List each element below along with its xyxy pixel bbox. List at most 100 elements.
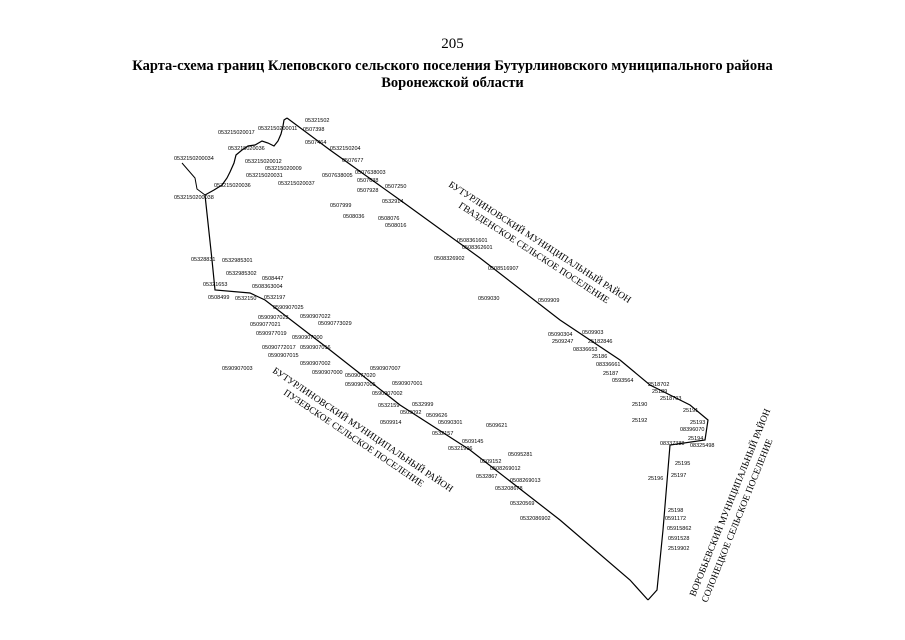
point-label: 0507638005 bbox=[322, 173, 353, 179]
point-label: 25192 bbox=[632, 418, 647, 424]
point-label: 0508362601 bbox=[462, 245, 493, 251]
point-label: 0508016 bbox=[385, 223, 406, 229]
point-label: 0532157 bbox=[432, 431, 453, 437]
point-label: 0509621 bbox=[486, 423, 507, 429]
point-label: 0532914 bbox=[382, 199, 403, 205]
point-label: 0590907016 bbox=[300, 345, 331, 351]
title-line-1: Карта-схема границ Клеповского сельского… bbox=[132, 58, 773, 74]
point-label: 0509092 bbox=[400, 410, 421, 416]
point-label: 0590907015 bbox=[268, 353, 299, 359]
point-label: 0508036 bbox=[343, 214, 364, 220]
point-label: 0509077021 bbox=[250, 322, 281, 328]
point-label: 05090773029 bbox=[318, 321, 352, 327]
point-label: 25195 bbox=[675, 461, 690, 467]
point-label: 0509914 bbox=[380, 420, 401, 426]
page-number: 205 bbox=[441, 36, 464, 52]
point-label: 0507250 bbox=[385, 184, 406, 190]
point-label: 0509909 bbox=[538, 298, 559, 304]
point-label: 0508269012 bbox=[490, 466, 521, 472]
point-label: 25186 bbox=[592, 354, 607, 360]
point-label: 0508499 bbox=[208, 295, 229, 301]
point-label: 0508269013 bbox=[510, 478, 541, 484]
point-label: 053215020036 bbox=[214, 183, 251, 189]
point-label: 0590907023 bbox=[258, 315, 289, 321]
point-label: 25194 bbox=[688, 436, 703, 442]
neighbor-gvazden-line2: ГВАЗДЕНСКОЕ СЕЛЬСКОЕ ПОСЕЛЕНИЕ bbox=[456, 201, 610, 306]
point-label: 0532150200034 bbox=[174, 156, 214, 162]
point-label: 0590907001 bbox=[392, 381, 423, 387]
point-label: 053215020012 bbox=[245, 159, 282, 165]
point-label: 0507398 bbox=[303, 127, 324, 133]
boundary-northwest bbox=[204, 117, 288, 196]
point-label: 0593564 bbox=[612, 378, 633, 384]
point-label: 0590907025 bbox=[273, 305, 304, 311]
point-label: 0590907007 bbox=[370, 366, 401, 372]
point-label: 0509152 bbox=[480, 459, 501, 465]
point-label: 0509030 bbox=[478, 296, 499, 302]
point-label: 0508516907 bbox=[488, 266, 519, 272]
map-title: Карта-схема границ Клеповского сельского… bbox=[0, 58, 905, 92]
neighbor-puzev-line2: ПУЗЕВСКОЕ СЕЛЬСКОЕ ПОСЕЛЕНИЕ bbox=[281, 388, 425, 490]
point-label: 0532985301 bbox=[222, 258, 253, 264]
point-label: 08336661 bbox=[596, 362, 620, 368]
boundary-lines bbox=[181, 117, 709, 601]
point-label: 05321996 bbox=[448, 446, 472, 452]
point-label: 053215020009 bbox=[265, 166, 302, 172]
point-label: 05095281 bbox=[508, 452, 532, 458]
point-label: 08337388 bbox=[660, 441, 684, 447]
point-label: 25190 bbox=[632, 402, 647, 408]
point-label: 0507677 bbox=[342, 158, 363, 164]
point-label: 0532150204 bbox=[330, 146, 361, 152]
point-label: 25182846 bbox=[588, 339, 612, 345]
point-label: 0508361601 bbox=[457, 238, 488, 244]
point-label: 0532150 bbox=[235, 296, 256, 302]
boundary-northeast bbox=[286, 117, 709, 601]
point-label: 0590907005 bbox=[345, 382, 376, 388]
point-label: 2518702 bbox=[648, 382, 669, 388]
point-label: 25198 bbox=[668, 508, 683, 514]
point-label: 0509626 bbox=[426, 413, 447, 419]
point-label: 25197 bbox=[671, 473, 686, 479]
point-label: 0507999 bbox=[330, 203, 351, 209]
point-label: 0590977019 bbox=[256, 331, 287, 337]
point-label: 0590907022 bbox=[300, 314, 331, 320]
point-label: 05328831 bbox=[191, 257, 215, 263]
point-label: 0507638003 bbox=[355, 170, 386, 176]
point-label: 0590907002 bbox=[300, 361, 331, 367]
point-label: 053215020031 bbox=[246, 173, 283, 179]
point-label: 0508363004 bbox=[252, 284, 283, 290]
point-label: 053215020036 bbox=[228, 146, 265, 152]
point-label: 08396070 bbox=[680, 427, 704, 433]
point-label: 05321653 bbox=[203, 282, 227, 288]
point-label: 0508076 bbox=[378, 216, 399, 222]
neighbor-vorobyev-line2: СОЛОНЕЦКОЕ СЕЛЬСКОЕ ПОСЕЛЕНИЕ bbox=[701, 438, 776, 605]
point-label: 0532867 bbox=[476, 474, 497, 480]
point-label: 0509077020 bbox=[345, 373, 376, 379]
point-label: 05915862 bbox=[667, 526, 691, 532]
point-label: 0590907003 bbox=[222, 366, 253, 372]
point-label: 05090301 bbox=[438, 420, 462, 426]
point-label: 0532086902 bbox=[520, 516, 551, 522]
point-label: 08336653 bbox=[573, 347, 597, 353]
point-label: 053208678 bbox=[495, 486, 523, 492]
point-label: 0591528 bbox=[668, 536, 689, 542]
point-label: 25196 bbox=[648, 476, 663, 482]
boundary-southwest bbox=[204, 194, 649, 601]
point-label: 053215020017 bbox=[218, 130, 255, 136]
point-label: 05090304 bbox=[548, 332, 572, 338]
point-label: 2509247 bbox=[552, 339, 573, 345]
point-label: 25189 bbox=[652, 389, 667, 395]
point-label: 0532150200011 bbox=[258, 126, 297, 132]
point-label: 0509903 bbox=[582, 330, 603, 336]
point-label: 25187 bbox=[603, 371, 618, 377]
point-label: 2519902 bbox=[668, 546, 689, 552]
point-label: 0590907000 bbox=[312, 370, 343, 376]
point-label: 05321502 bbox=[305, 118, 329, 124]
point-label: 08325498 bbox=[690, 443, 714, 449]
point-label: 0532159 bbox=[378, 403, 399, 409]
point-label: 0532197 bbox=[264, 295, 285, 301]
point-label: 0532985302 bbox=[226, 271, 257, 277]
point-label: 25193 bbox=[690, 420, 705, 426]
